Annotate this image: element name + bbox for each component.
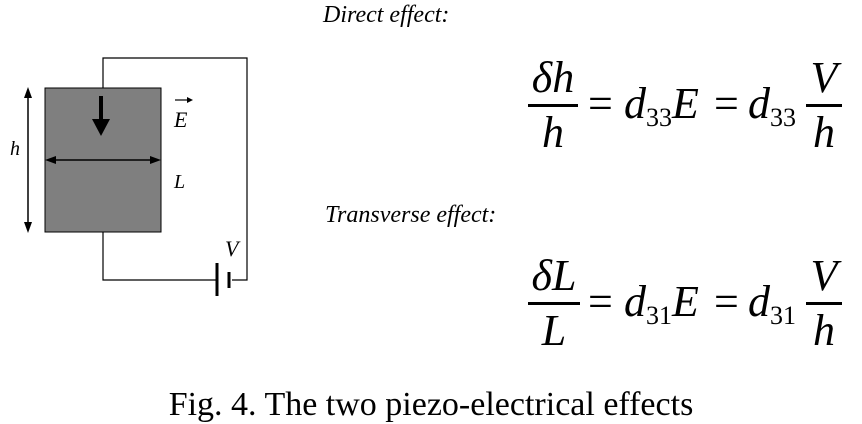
piezo-schematic: h L E V (10, 57, 248, 296)
direct-lhs-numerator: δh (531, 53, 575, 102)
transverse-rhs-numerator: V (810, 251, 838, 300)
transverse-rhs-denominator: h (813, 306, 835, 355)
height-arrow-top (24, 87, 32, 98)
voltage-label: V (225, 236, 241, 261)
direct-equals-2: = (714, 79, 739, 128)
transverse-lhs-fraction: δL L (528, 254, 580, 353)
transverse-rhs-bar (806, 302, 842, 305)
direct-equals-1: = (588, 79, 613, 128)
transverse-lhs-numerator: δL (531, 251, 577, 300)
length-arrow-left (45, 156, 56, 164)
direct-coef-a: d (624, 79, 646, 128)
field-arrow-head (92, 119, 110, 136)
length-arrow-right (150, 156, 161, 164)
transverse-middle-term: d31E (624, 276, 699, 330)
transverse-field: E (672, 277, 699, 326)
field-vector-head (187, 97, 193, 103)
direct-coef-b-sub: 33 (770, 103, 796, 132)
direct-rhs-numerator: V (810, 53, 838, 102)
height-arrow-bottom (24, 222, 32, 233)
transverse-effect-heading: Transverse effect: (325, 202, 497, 228)
direct-coef-b: d (748, 79, 770, 128)
transverse-coef-a-sub: 31 (646, 301, 672, 330)
transverse-coef-b: d (748, 277, 770, 326)
transverse-equals-2: = (714, 277, 739, 326)
circuit-wire-bottom (102, 232, 217, 281)
direct-effect-heading: Direct effect: (323, 2, 450, 28)
transverse-lhs-bar (528, 302, 580, 305)
direct-right-coef: d33 (748, 78, 796, 132)
direct-rhs-fraction: V h (806, 56, 842, 155)
direct-lhs-bar (528, 104, 578, 107)
figure-caption: Fig. 4. The two piezo-electrical effects (168, 386, 694, 423)
transverse-coef-a: d (624, 277, 646, 326)
transverse-coef-b-sub: 31 (770, 301, 796, 330)
transverse-equals-1: = (588, 277, 613, 326)
transverse-lhs-denominator: L (541, 306, 567, 355)
direct-field: E (672, 79, 699, 128)
height-label: h (10, 138, 20, 160)
direct-middle-term: d33E (624, 78, 699, 132)
direct-lhs-denominator: h (542, 108, 564, 157)
length-label: L (173, 171, 185, 193)
field-label: E (173, 107, 188, 132)
transverse-right-coef: d31 (748, 276, 796, 330)
direct-rhs-denominator: h (813, 108, 835, 157)
direct-coef-a-sub: 33 (646, 103, 672, 132)
transverse-rhs-fraction: V h (806, 254, 842, 353)
circuit-wire-top (102, 57, 248, 281)
direct-lhs-fraction: δh h (528, 56, 578, 155)
direct-rhs-bar (806, 104, 842, 107)
